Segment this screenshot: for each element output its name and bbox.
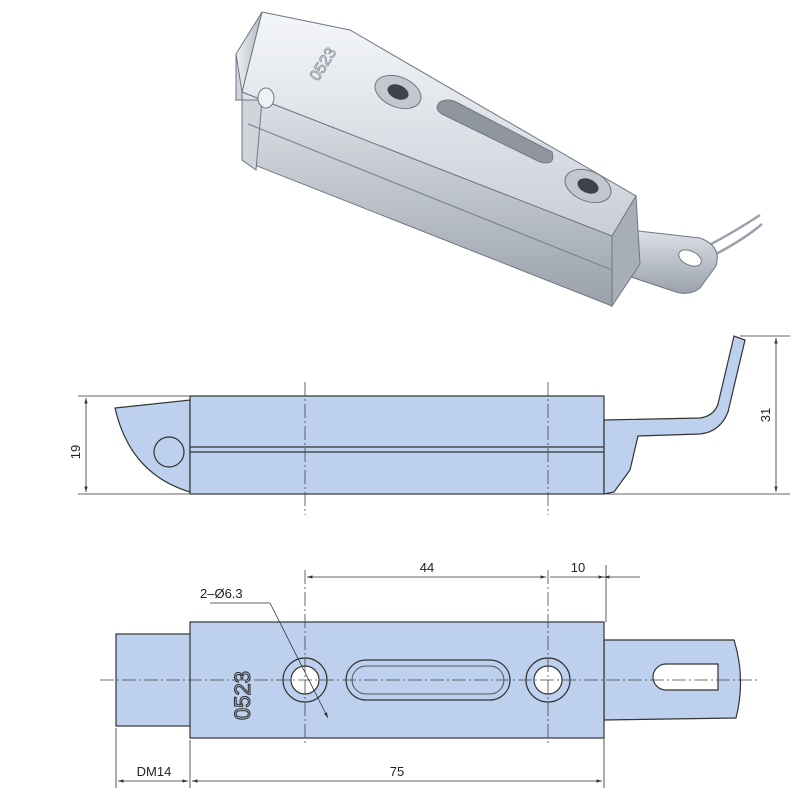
top-marking: 0523 [230,671,255,720]
side-view: 19 31 [68,335,790,515]
side-body [189,395,605,495]
photo-left-end [235,53,263,171]
side-rivet-circle [153,436,185,468]
hole-callout: 2–Ø6.3 [200,586,243,601]
photo-hole-left [374,74,422,110]
side-spring-arm [603,335,746,495]
dim-total-height-label: 31 [758,408,773,422]
product-photo: 0523 [235,11,763,308]
photo-tail-slot [678,249,702,267]
photo-hole-right [564,168,612,204]
dim-height-label: 19 [68,445,83,459]
top-view: 0523 2–Ø6.3 44 10 DM14 75 [100,560,760,788]
dim-tail-label: 10 [571,560,585,575]
photo-right-end [611,194,641,308]
top-tail-slot [652,663,719,691]
dim-left-label: DM14 [137,764,172,779]
dim-hole-spacing-label: 44 [420,560,434,575]
dim-body-label: 75 [390,764,404,779]
photo-rivet [257,87,275,109]
photo-slot [436,99,554,164]
